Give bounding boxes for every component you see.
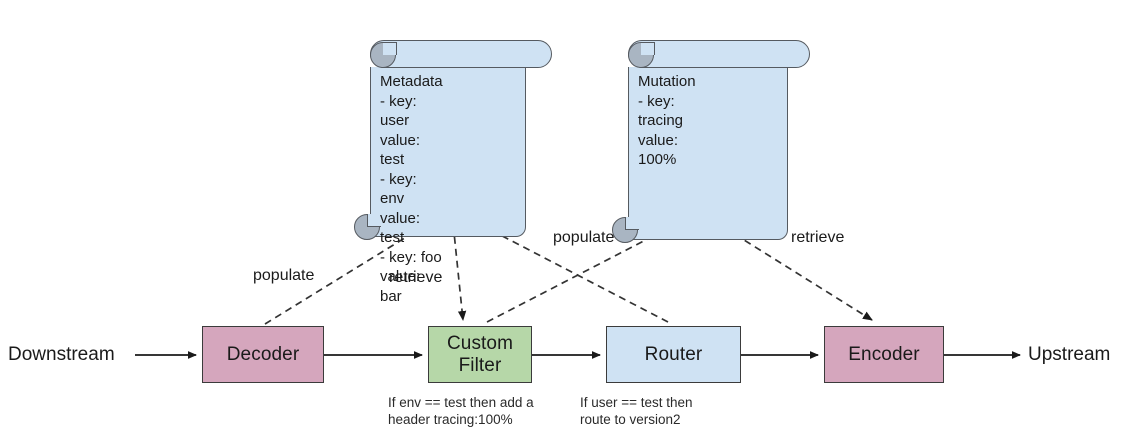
endpoint-downstream: Downstream [8,344,115,365]
mutation-body [628,67,788,240]
node-decoder[interactable]: Decoder [202,326,324,383]
mutation-banner [628,40,810,68]
endpoint-upstream: Upstream [1028,344,1111,365]
scroll-curl-top-notch-icon [641,42,655,55]
edge-label-populate-mutation: populate [553,229,615,246]
mutation-text: Mutation - key: tracing value: 100% [638,73,696,168]
edge-label-retrieve-mutation: retrieve [791,229,845,246]
node-router[interactable]: Router [606,326,741,383]
caption-custom-filter: If env == test then add a header tracing… [388,395,534,427]
scroll-curl-top-notch-icon [383,42,397,55]
edge-mutation-encoder [703,214,873,321]
node-custom-filter-label: Custom Filter [447,333,513,377]
edge-label-retrieve-metadata: retrieve [389,269,443,286]
node-custom-filter-label-line1: Custom [446,332,514,354]
metadata-text: Metadata - key: user value: test - key: … [380,73,443,305]
caption-router: If user == test then route to version2 [580,395,693,427]
node-custom-filter[interactable]: Custom Filter [428,326,532,383]
node-decoder-label: Decoder [226,343,300,365]
scroll-curl-bottom-notch-icon [625,217,639,230]
edge-label-populate-metadata: populate [253,267,315,284]
edge-router-metadata [455,211,669,323]
metadata-banner [370,40,552,68]
scroll-curl-bottom-notch-icon [367,214,381,227]
node-router-label: Router [644,343,703,365]
node-encoder-label: Encoder [848,343,920,365]
node-encoder[interactable]: Encoder [824,326,944,383]
node-custom-filter-label-line2: Filter [458,354,502,376]
metadata-body [370,67,526,237]
